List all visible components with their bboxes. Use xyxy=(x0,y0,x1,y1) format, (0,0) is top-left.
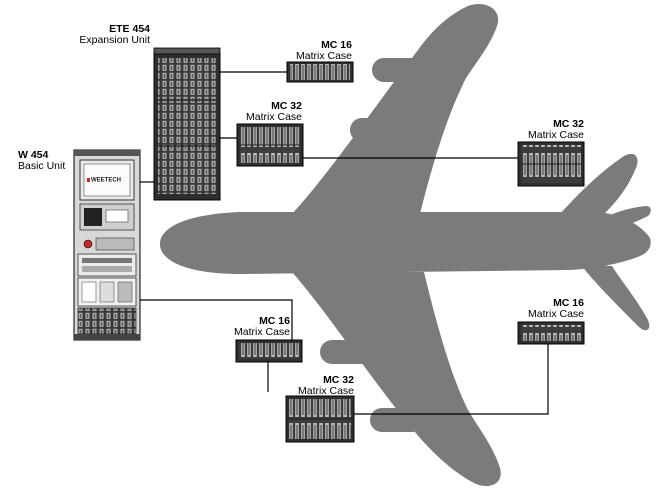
airplane-silhouette-icon xyxy=(160,3,651,487)
cable-mc32c-mc16b xyxy=(352,344,549,415)
mc16-c-label: MC 16 Matrix Case xyxy=(214,316,290,338)
mc16-b-label: MC 16 Matrix Case xyxy=(506,298,584,320)
mc16-c-subtitle: Matrix Case xyxy=(233,326,290,338)
ete454-title: ETE 454 xyxy=(109,23,150,35)
mc16-c-title: MC 16 xyxy=(259,315,290,327)
mc32-b-case[interactable] xyxy=(517,141,585,187)
mc32-a-case[interactable] xyxy=(236,123,304,167)
mc16-b-case[interactable] xyxy=(517,321,585,345)
mc32-a-label: MC 32 Matrix Case xyxy=(226,101,302,123)
mc16-a-subtitle: Matrix Case xyxy=(295,50,352,62)
mc16-a-label: MC 16 Matrix Case xyxy=(276,40,352,62)
ete454-subtitle: Expansion Unit xyxy=(79,34,150,46)
mc16-c-case[interactable] xyxy=(235,339,303,363)
mc32-c-subtitle: Matrix Case xyxy=(297,385,354,397)
w454-title: W 454 xyxy=(18,149,49,161)
mc16-b-title: MC 16 xyxy=(553,297,584,309)
mc16-a-case[interactable] xyxy=(286,61,354,83)
brand-label: WEETECH xyxy=(91,178,121,184)
mc32-c-label: MC 32 Matrix Case xyxy=(276,375,354,397)
mc32-c-title: MC 32 xyxy=(323,374,354,386)
brand-logo-mark xyxy=(87,178,90,182)
mc32-b-subtitle: Matrix Case xyxy=(527,129,584,141)
ete454-label: ETE 454 Expansion Unit xyxy=(64,24,150,46)
mc32-a-title: MC 32 xyxy=(271,100,302,112)
mc16-a-title: MC 16 xyxy=(321,39,352,51)
mc32-a-subtitle: Matrix Case xyxy=(245,111,302,123)
ete454-expansion-unit[interactable] xyxy=(153,47,221,201)
mc16-b-subtitle: Matrix Case xyxy=(527,308,584,320)
w454-subtitle: Basic Unit xyxy=(18,160,66,172)
mc32-b-label: MC 32 Matrix Case xyxy=(506,119,584,141)
mc32-c-case[interactable] xyxy=(285,395,355,443)
cable-w454-mc16c xyxy=(140,299,293,342)
w454-basic-unit[interactable]: WEETECH xyxy=(73,149,141,341)
w454-label: W 454 Basic Unit xyxy=(18,150,78,172)
emergency-stop-icon xyxy=(83,239,93,249)
mc32-b-title: MC 32 xyxy=(553,118,584,130)
cable-lines xyxy=(140,71,549,415)
